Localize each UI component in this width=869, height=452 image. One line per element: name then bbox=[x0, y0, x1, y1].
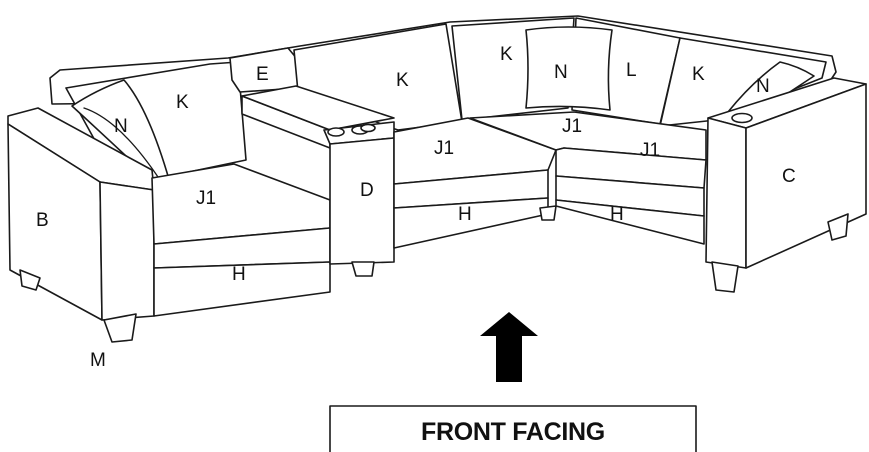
leg-console bbox=[351, 261, 375, 277]
left-arm-side bbox=[99, 181, 155, 321]
throw-pillows bbox=[71, 26, 815, 191]
console bbox=[241, 85, 395, 277]
seat-base-left bbox=[153, 261, 331, 317]
label-h-left: H bbox=[232, 264, 246, 285]
right-arm-front bbox=[705, 117, 747, 269]
up-arrow-icon bbox=[480, 312, 538, 382]
front-facing-box: FRONT FACING bbox=[329, 405, 697, 452]
label-h-right: H bbox=[610, 204, 624, 225]
label-b: B bbox=[36, 210, 49, 231]
label-c: C bbox=[782, 166, 796, 187]
front-facing-border bbox=[329, 405, 697, 452]
arrow-shape bbox=[480, 312, 538, 382]
label-k-corner: K bbox=[500, 44, 513, 65]
cup-holder-right bbox=[731, 112, 753, 124]
left-arm bbox=[7, 107, 155, 343]
label-j1-left: J1 bbox=[196, 188, 216, 209]
right-seat bbox=[469, 111, 707, 245]
leg-left-back bbox=[19, 269, 41, 291]
label-k-left: K bbox=[176, 92, 189, 113]
label-d: D bbox=[360, 180, 374, 201]
cup-holder-1 bbox=[327, 127, 345, 137]
label-h-center: H bbox=[458, 204, 472, 225]
seat-cushion-right-front bbox=[555, 147, 707, 189]
seat-base-right bbox=[555, 199, 705, 245]
part-labels: B C D E H H H J1 J1 J1 J1 K K K K L M N … bbox=[36, 44, 796, 371]
label-n-left: N bbox=[114, 116, 128, 137]
front-facing-label: FRONT FACING bbox=[421, 418, 605, 446]
label-e: E bbox=[256, 64, 269, 85]
seat-cushion-center bbox=[393, 117, 557, 185]
label-j1-right: J1 bbox=[640, 140, 660, 161]
left-seat bbox=[151, 163, 331, 317]
console-lid bbox=[241, 85, 395, 131]
right-arm bbox=[705, 77, 867, 293]
label-k-right: K bbox=[692, 64, 705, 85]
console-front bbox=[329, 137, 395, 265]
pillow-center bbox=[525, 26, 613, 111]
leg-center bbox=[539, 205, 557, 221]
leg-right-front bbox=[711, 261, 739, 293]
label-n-right: N bbox=[756, 76, 770, 97]
label-j1-center: J1 bbox=[434, 138, 454, 159]
leg-left-front bbox=[103, 313, 137, 343]
label-k-center: K bbox=[396, 70, 409, 91]
label-m: M bbox=[90, 350, 106, 371]
center-seat bbox=[393, 117, 557, 249]
label-l: L bbox=[626, 60, 637, 81]
label-j1-corner: J1 bbox=[562, 116, 582, 137]
leg-right-back bbox=[827, 213, 849, 241]
label-n-center: N bbox=[554, 62, 568, 83]
